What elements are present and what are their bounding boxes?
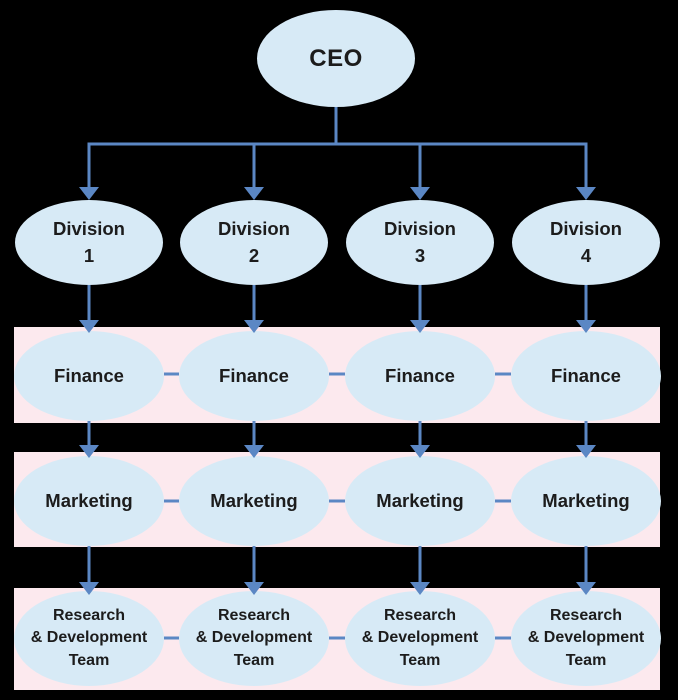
node-research-2-line3: Team [233, 651, 275, 669]
node-finance-2-label: Finance [219, 365, 289, 386]
node-finance-1-label: Finance [54, 365, 124, 386]
node-marketing-1-label: Marketing [45, 490, 133, 511]
arrows-divisions-to-finance [79, 285, 596, 333]
node-division-2-label: Division [218, 217, 290, 239]
node-division-3: Division 3 [346, 200, 494, 285]
node-division-3-label: Division [384, 217, 456, 239]
node-research-1-line2: & Development [30, 629, 148, 647]
node-research-4-line1: Research [549, 606, 623, 624]
node-ceo-label: CEO [309, 44, 363, 72]
node-division-1: Division 1 [15, 200, 163, 285]
node-finance-1: Finance [14, 331, 164, 421]
node-research-4-line3: Team [565, 651, 607, 669]
node-research-3: Research & Development Team [345, 591, 495, 686]
node-research-2-line1: Research [217, 606, 291, 624]
node-marketing-4-label: Marketing [542, 490, 630, 511]
node-research-3-line3: Team [399, 651, 441, 669]
node-marketing-4: Marketing [511, 456, 661, 546]
node-research-1: Research & Development Team [14, 591, 164, 686]
node-marketing-1: Marketing [14, 456, 164, 546]
node-research-1-line1: Research [52, 606, 126, 624]
ceo-tree-connector [89, 107, 586, 146]
node-marketing-3-label: Marketing [376, 490, 464, 511]
node-finance-4-label: Finance [551, 365, 621, 386]
node-marketing-2-label: Marketing [210, 490, 298, 511]
node-division-4-number: 4 [580, 244, 592, 266]
node-division-2-number: 2 [248, 244, 260, 266]
node-finance-4: Finance [511, 331, 661, 421]
node-division-2: Division 2 [180, 200, 328, 285]
node-marketing-3: Marketing [345, 456, 495, 546]
node-research-3-line1: Research [383, 606, 457, 624]
node-research-4: Research & Development Team [511, 591, 661, 686]
node-division-1-number: 1 [83, 244, 95, 266]
node-division-1-label: Division [53, 217, 125, 239]
arrows-tree-to-divisions [79, 142, 596, 200]
node-finance-3-label: Finance [385, 365, 455, 386]
node-research-4-line2: & Development [527, 629, 645, 647]
node-marketing-2: Marketing [179, 456, 329, 546]
node-division-4: Division 4 [512, 200, 660, 285]
node-finance-2: Finance [179, 331, 329, 421]
node-division-4-label: Division [550, 217, 622, 239]
node-research-2: Research & Development Team [179, 591, 329, 686]
node-ceo: CEO [257, 10, 415, 107]
node-division-3-number: 3 [414, 244, 426, 266]
node-research-2-line2: & Development [195, 629, 313, 647]
node-research-1-line3: Team [68, 651, 110, 669]
node-research-3-line2: & Development [361, 629, 479, 647]
node-finance-3: Finance [345, 331, 495, 421]
